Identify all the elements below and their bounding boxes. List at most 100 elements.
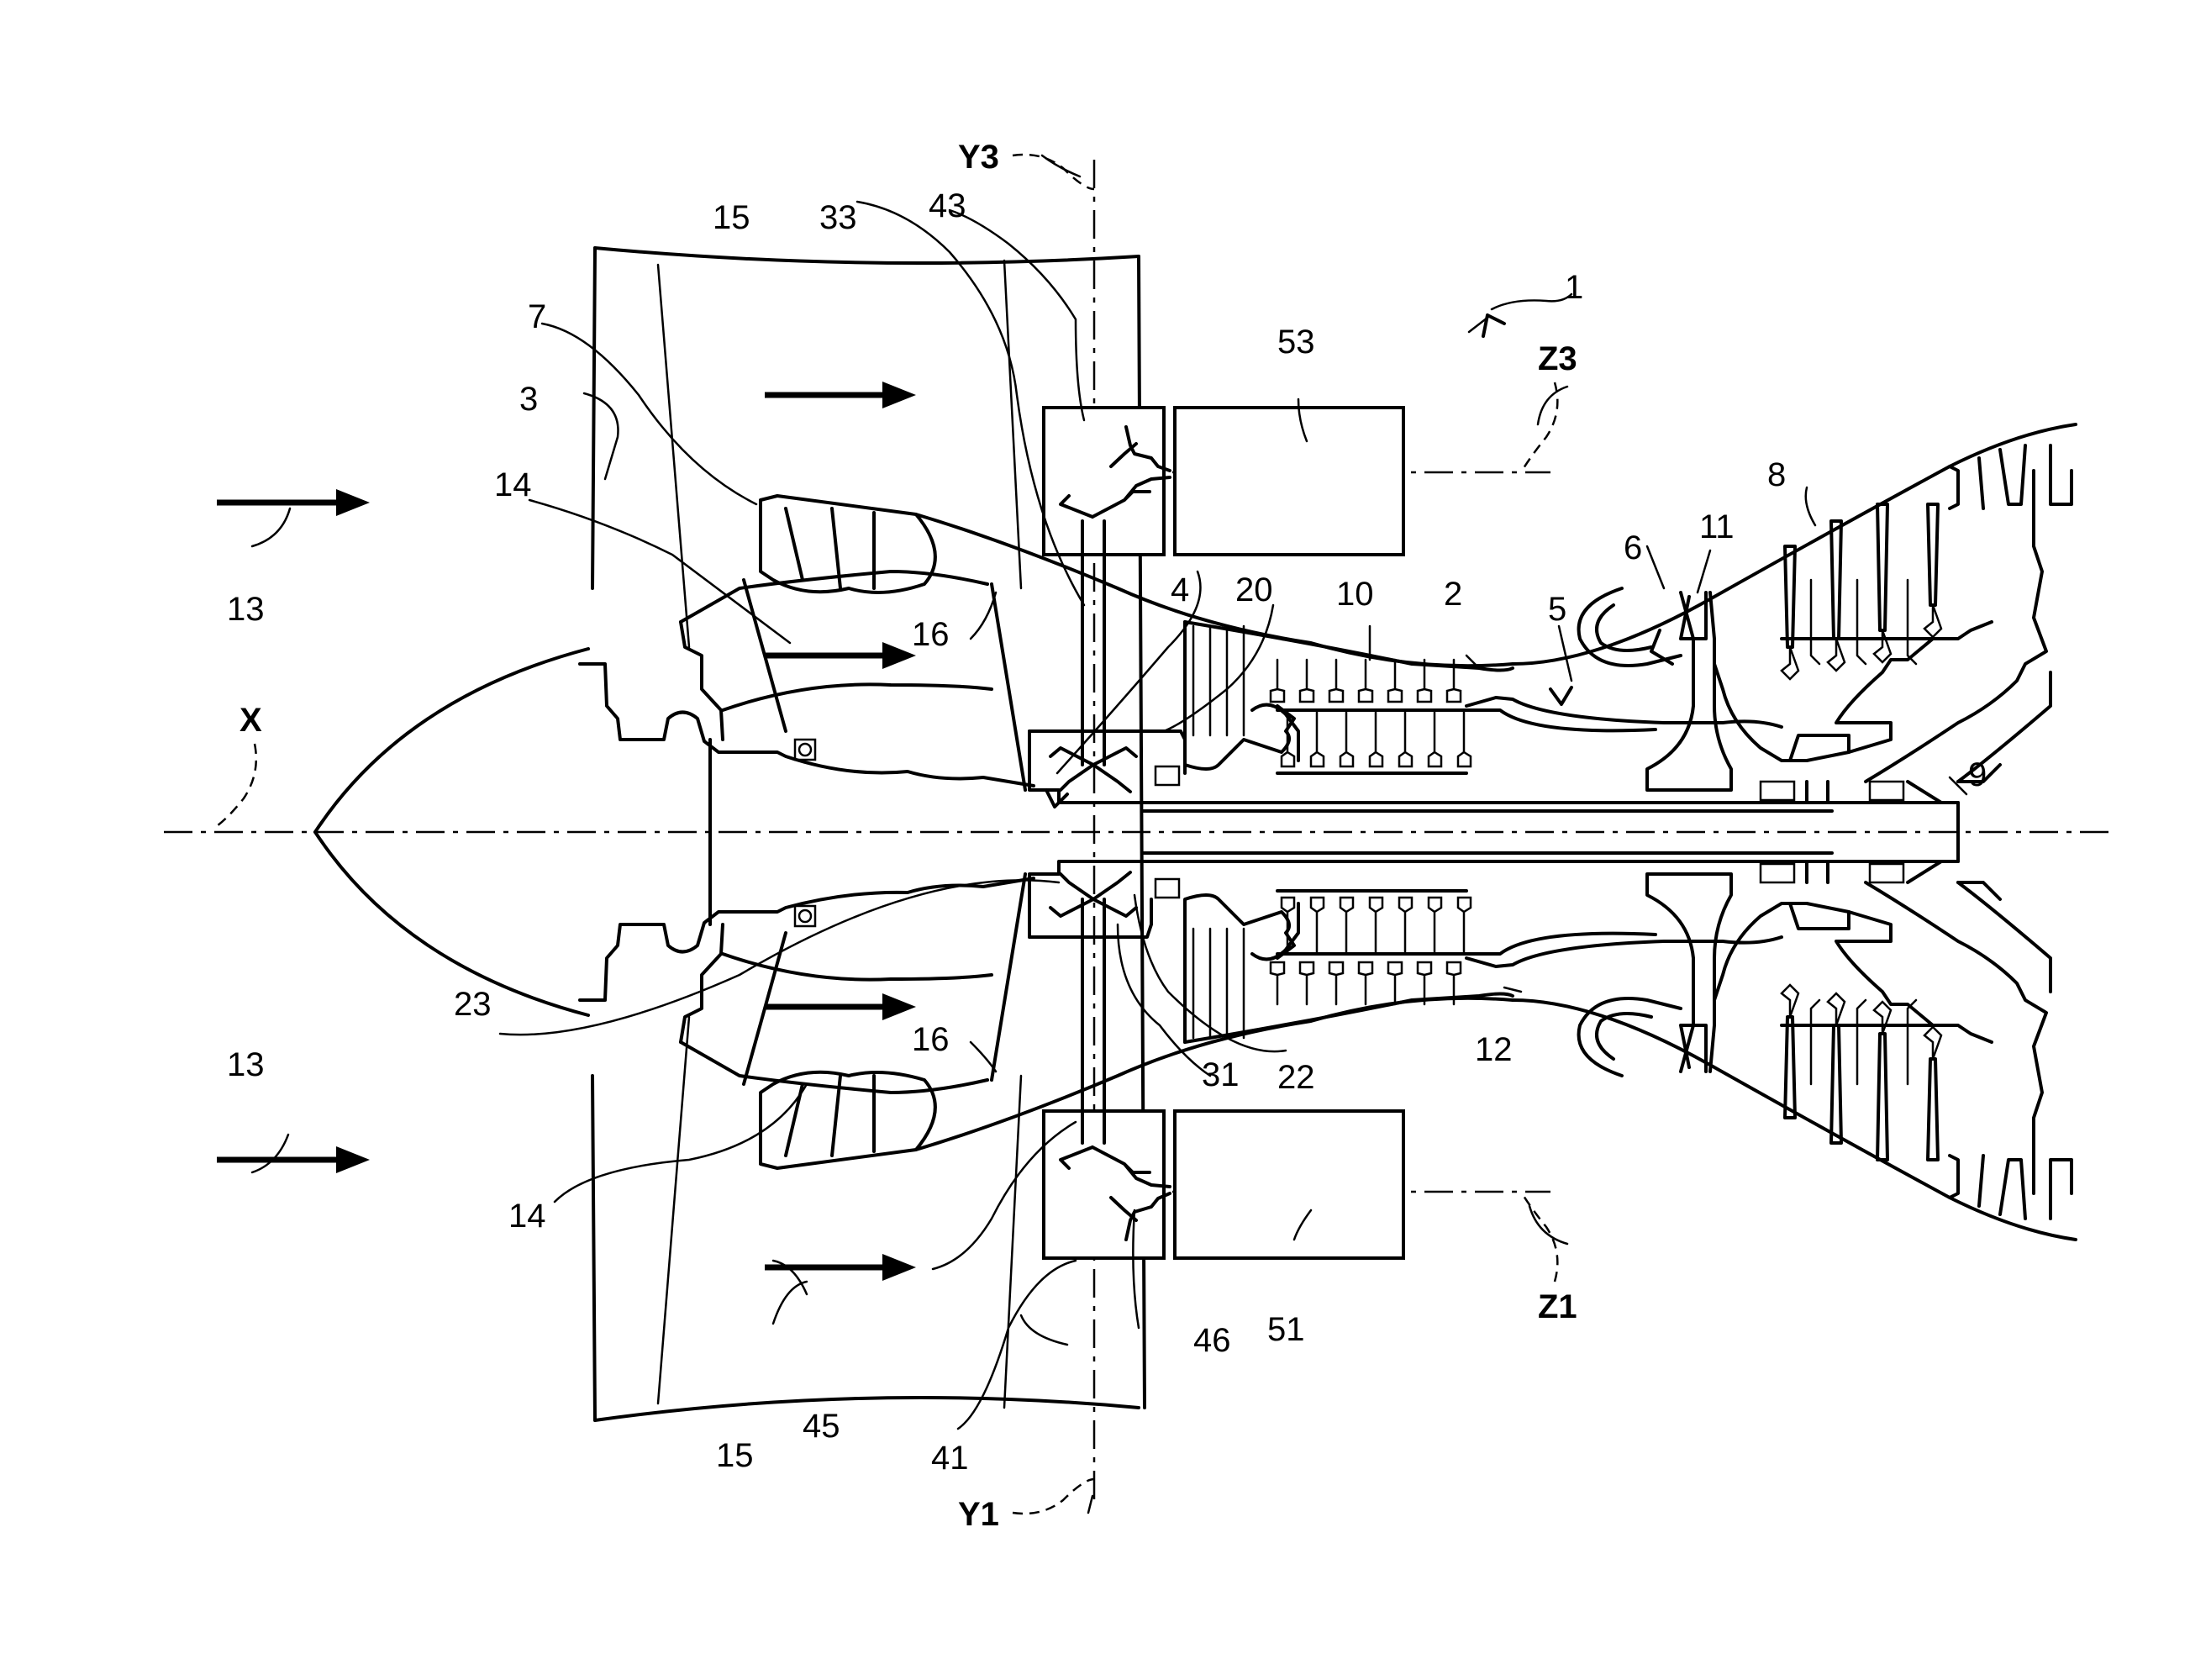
hpc-stator-upper [1359,660,1372,702]
pointer-arrow-1 [1483,315,1504,336]
label-43: 43 [929,187,966,224]
lpt-blade-upper [1928,504,1938,605]
label-9: 9 [1968,756,1987,793]
label-12: 12 [1475,1031,1513,1068]
label-2: 2 [1444,576,1462,613]
lpt-root-lower [1924,1027,1941,1059]
lpt-blade-upper [1831,521,1841,639]
strut-upper [992,584,1025,790]
label-14-bottom: 14 [508,1198,546,1235]
axis-label-x: X [240,702,262,739]
leader-lines [252,155,1966,1513]
booster-disk-lower [1252,903,1298,959]
pointer-arrow-5 [1550,687,1571,704]
hpc-stator-lower [1300,962,1313,1004]
hp-turbine-lower [1647,874,1807,1072]
label-23: 23 [454,986,492,1023]
label-5: 5 [1548,591,1566,628]
strut-lower [992,874,1025,1080]
label-33: 33 [819,199,857,236]
booster-upper [795,731,1185,790]
label-10: 10 [1336,576,1374,613]
axis-labels: X Y3 Y1 Z3 Z1 [214,139,1577,1533]
label-51: 51 [1267,1311,1305,1348]
label-3: 3 [519,381,538,418]
axis-label-z1: Z1 [1538,1288,1577,1325]
hpc-stator-lower [1329,962,1343,1004]
label-41: 41 [931,1440,969,1477]
exhaust-frame-lower [1950,1156,2072,1219]
lpt-root-upper [1924,605,1941,637]
hpc-rotor-lower [1458,898,1471,954]
hpc-stator-upper [1271,660,1284,702]
label-6: 6 [1624,529,1642,566]
hpc-rotor-upper [1399,710,1412,766]
hpc-rotor-upper [1370,710,1382,766]
label-13-top: 13 [227,591,265,628]
combustor-upper [1579,588,1706,666]
label-22: 22 [1277,1059,1315,1096]
hpc-rotor-upper [1340,710,1353,766]
hpc-rotor-lower [1399,898,1412,954]
label-8: 8 [1767,456,1786,493]
hpc-stator-upper [1300,660,1313,702]
hpc-rotor-upper [1429,710,1441,766]
hpc-stator-lower [1359,962,1372,1004]
hpc-stator-upper [1388,660,1402,702]
hpc-rotor-lower [1311,898,1324,954]
hpc-rotor-upper [1458,710,1471,766]
combustor-lower [1579,998,1706,1076]
lpt-vane-lower [1857,1000,1866,1084]
lpt-blade-upper [1785,546,1795,647]
hpc-drum-upper [1277,710,1466,773]
label-11: 11 [1699,508,1735,545]
label-16-bottom: 16 [912,1021,950,1058]
label-7: 7 [528,298,546,335]
label-53: 53 [1277,324,1315,361]
lpt-vane-lower [1811,1000,1819,1084]
label-4: 4 [1171,571,1189,608]
fan-hub-upper [580,571,1034,786]
flow-arrow-head [882,642,916,669]
lpt-vane-upper [1811,580,1819,664]
label-1: 1 [1565,269,1583,306]
axis-label-y1: Y1 [958,1496,999,1533]
lpt-root-lower [1782,985,1798,1017]
hpc-rotor-lower [1340,898,1353,954]
lpt-vane-upper [1857,580,1866,664]
hpc-stator-lower [1388,962,1402,1004]
flow-arrow-head [882,993,916,1020]
hpc-rotor-lower [1429,898,1441,954]
label-15-top: 15 [713,199,750,236]
booster-disk-upper [1252,705,1298,761]
axis-label-y3: Y3 [958,139,999,176]
flow-arrow-head [336,1146,370,1173]
label-13-bottom: 13 [227,1046,265,1083]
lpt-root-lower [1828,993,1845,1025]
lpt-blade-lower [1877,1034,1887,1160]
axis-label-z3: Z3 [1538,340,1577,377]
lpt-blade-upper [1877,504,1887,630]
label-46: 46 [1193,1322,1231,1359]
lpt-root-upper [1874,630,1891,662]
lpt-root-upper [1828,639,1845,671]
hpc-rotor-upper [1311,710,1324,766]
hpc-rotor-lower [1370,898,1382,954]
flow-arrow-head [882,382,916,408]
lpt-vane-lower [1908,1000,1916,1084]
hpc-stator-lower [1271,962,1284,1004]
lpt-blade-lower [1785,1017,1795,1118]
label-15-bottom: 15 [716,1437,754,1474]
lpt-root-upper [1782,647,1798,679]
hp-turbine-upper [1647,592,1807,790]
hpc-stator-upper [1329,660,1343,702]
hpc-drum-lower [1277,891,1466,954]
label-16-top: 16 [912,616,950,653]
exhaust-frame-upper [1950,445,2072,508]
label-20: 20 [1235,571,1273,608]
label-45: 45 [803,1408,840,1445]
label-31: 31 [1202,1056,1240,1093]
flow-arrow-head [882,1254,916,1281]
lpt-blade-lower [1831,1025,1841,1143]
label-14-top: 14 [494,466,532,503]
